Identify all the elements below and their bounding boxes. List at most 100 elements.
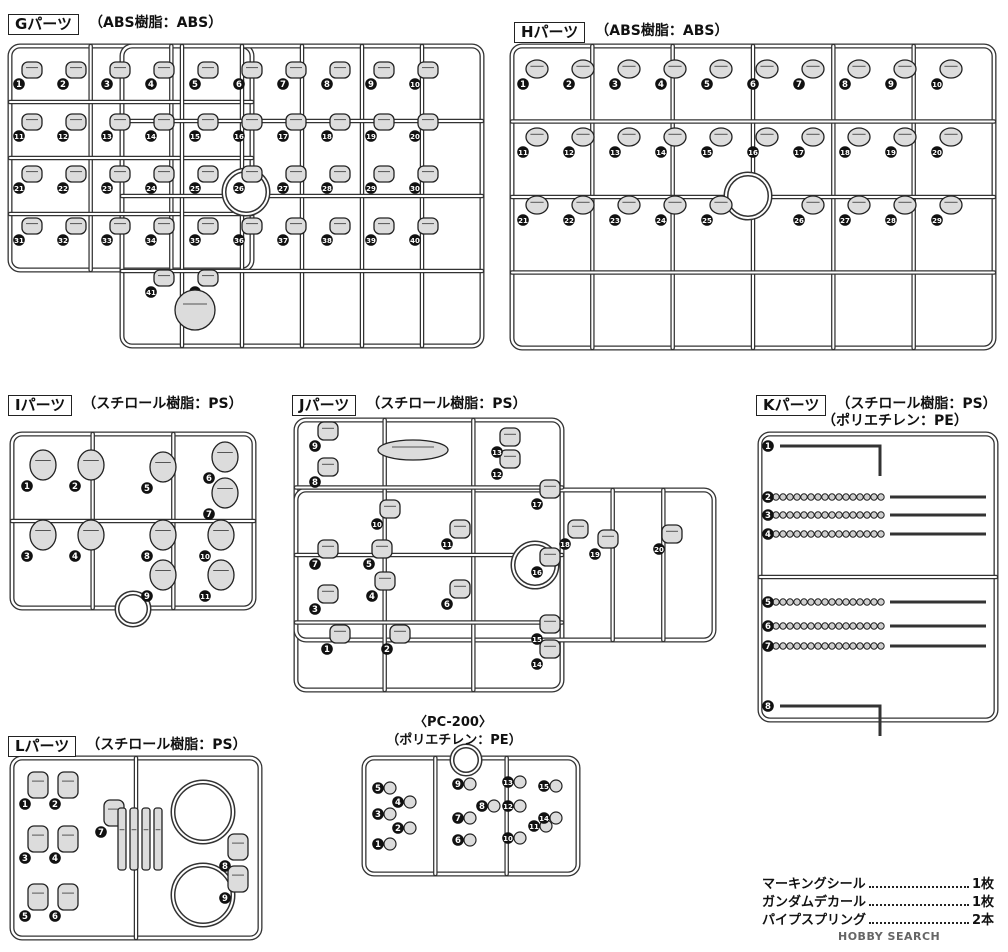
- spring-coil: [800, 642, 808, 650]
- part-number-badge: [145, 130, 157, 142]
- part-number-badge: [141, 590, 153, 602]
- part-shape: [617, 59, 641, 79]
- part-shape: [329, 61, 351, 79]
- part-shape: [77, 519, 105, 551]
- part-number: 19: [366, 133, 376, 141]
- part-number-badge: [747, 146, 759, 158]
- runner-ring-inner: [116, 592, 150, 626]
- part-number-badge: [885, 78, 897, 90]
- sprue-h-tag: Hパーツ: [514, 22, 586, 43]
- part-number: 5: [704, 80, 710, 90]
- spring-coil: [877, 511, 885, 519]
- part-number: 40: [410, 237, 420, 245]
- spring-coil: [821, 530, 829, 538]
- polycap-shape: [383, 781, 397, 795]
- part-number: 4: [369, 592, 375, 602]
- part-number: 15: [190, 133, 200, 141]
- spring-coil: [821, 598, 829, 606]
- part-shape: [317, 584, 339, 604]
- part-shape: [285, 217, 307, 235]
- spring-coil: [828, 493, 836, 501]
- part-shape: [939, 59, 963, 79]
- part-number-badge: [233, 234, 245, 246]
- part-shape: [417, 217, 439, 235]
- part-shape: [939, 127, 963, 147]
- spring-coil: [835, 530, 843, 538]
- spring-coil: [821, 493, 829, 501]
- part-shape: [373, 217, 395, 235]
- part-number-badge: [609, 214, 621, 226]
- part-number: 26: [234, 185, 244, 193]
- spring-coil: [779, 642, 787, 650]
- part-shape: [525, 195, 549, 215]
- spring-coil: [807, 598, 815, 606]
- spring-coil: [870, 530, 878, 538]
- part-number: 18: [840, 149, 850, 157]
- spring-coil: [835, 642, 843, 650]
- part-shape: [149, 451, 177, 483]
- part-shape: [197, 165, 219, 183]
- part-number-badge: [747, 78, 759, 90]
- runner-ring-inner: [172, 781, 234, 843]
- part-number-badge: [321, 78, 333, 90]
- part-number: 1: [375, 840, 381, 850]
- spring-coil: [856, 598, 864, 606]
- spring-coil: [863, 493, 871, 501]
- part-number: 13: [102, 133, 112, 141]
- spring-coil: [786, 530, 794, 538]
- part-number-badge: [57, 182, 69, 194]
- part-number-badge: [409, 234, 421, 246]
- part-shape: [567, 519, 589, 539]
- part-shape: [317, 421, 339, 441]
- part-number: 2: [52, 800, 58, 810]
- leader-dots: [869, 904, 969, 906]
- part-number-badge: [762, 700, 774, 712]
- part-number-badge: [141, 482, 153, 494]
- part-number-badge: [885, 214, 897, 226]
- part-shape: [227, 833, 249, 861]
- part-shape: [57, 883, 79, 911]
- part-number: 32: [58, 237, 68, 245]
- part-number-badge: [839, 146, 851, 158]
- part-number-badge: [441, 538, 453, 550]
- part-shape: [109, 61, 131, 79]
- part-number: 12: [58, 133, 68, 141]
- part-number-badge: [309, 440, 321, 452]
- spring-coil: [807, 642, 815, 650]
- spring-coil: [793, 511, 801, 519]
- part-number: 7: [312, 560, 318, 570]
- pipe-line: [780, 704, 882, 736]
- spring-coil: [849, 598, 857, 606]
- part-number-badge: [141, 550, 153, 562]
- part-shape: [847, 127, 871, 147]
- part-shape: [21, 113, 43, 131]
- part-number-badge: [372, 782, 384, 794]
- spring-coil: [828, 511, 836, 519]
- part-shape: [27, 825, 49, 853]
- part-shape: [617, 127, 641, 147]
- spring-coil: [863, 642, 871, 650]
- part-number-badge: [452, 778, 464, 790]
- part-number: 1: [24, 482, 30, 492]
- spring-coil: [793, 530, 801, 538]
- part-number: 9: [222, 894, 228, 904]
- part-number: 6: [52, 912, 58, 922]
- part-number-badge: [69, 480, 81, 492]
- part-number-badge: [95, 826, 107, 838]
- part-number: 30: [410, 185, 420, 193]
- part-number-badge: [517, 146, 529, 158]
- part-shape: [709, 127, 733, 147]
- part-number-badge: [655, 214, 667, 226]
- part-number: 14: [539, 815, 549, 823]
- sprue-k-tag: Kパーツ: [756, 395, 827, 416]
- part-number-badge: [321, 643, 333, 655]
- spring-coil: [807, 511, 815, 519]
- part-number-badge: [701, 146, 713, 158]
- sprue-i-header: Iパーツ （スチロール樹脂：PS）: [8, 395, 243, 416]
- part-number: 3: [765, 511, 771, 521]
- part-number: 8: [222, 862, 228, 872]
- part-shape: [525, 127, 549, 147]
- part-number: 23: [102, 185, 112, 193]
- part-shape: [499, 449, 521, 469]
- part-number: 2: [384, 645, 390, 655]
